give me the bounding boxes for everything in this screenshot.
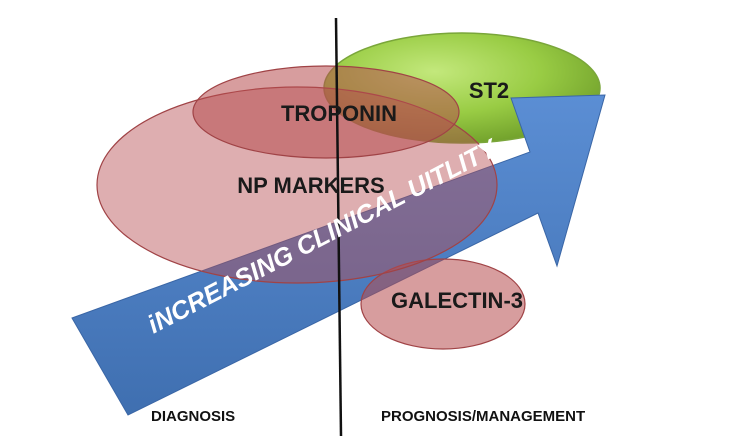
troponin-ellipse <box>192 65 460 159</box>
galectin3-ellipse <box>360 258 526 350</box>
galectin3-label: GALECTIN-3 <box>391 288 523 313</box>
prognosis-management-label: PROGNOSIS/MANAGEMENT <box>381 408 585 425</box>
divider-line <box>334 17 343 437</box>
diagnosis-label: DIAGNOSIS <box>151 408 235 425</box>
np-markers-label: NP MARKERS <box>237 173 385 198</box>
st2-label: ST2 <box>469 78 509 103</box>
troponin-label: TROPONIN <box>281 101 397 126</box>
